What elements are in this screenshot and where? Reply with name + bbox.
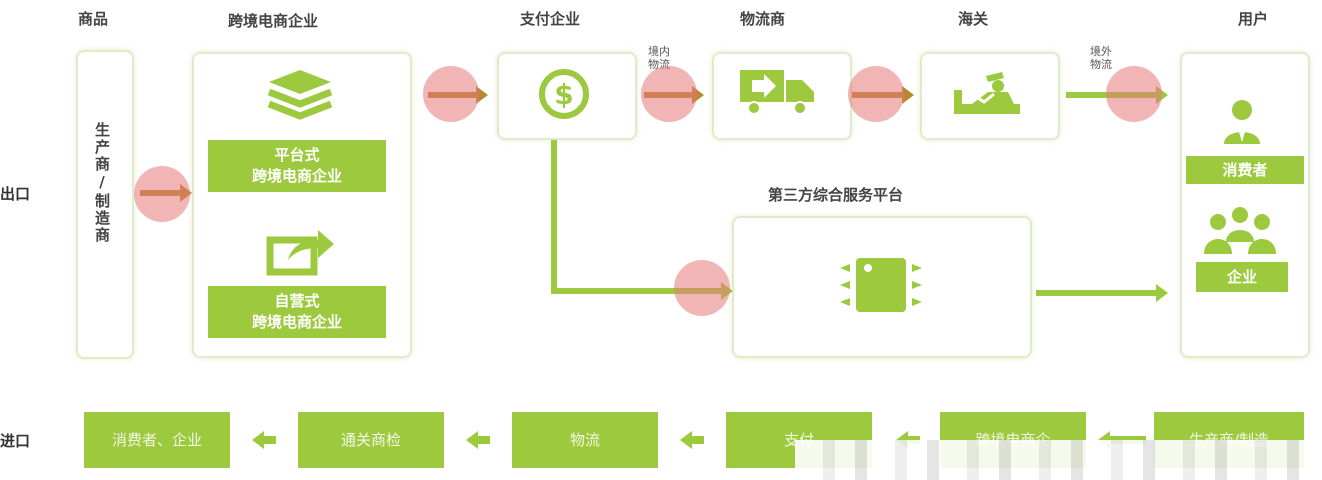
platform-line1: 平台式 [274,146,320,164]
header-goods: 商品 [78,10,109,28]
import-arrow-left-icon [680,431,704,449]
enterprise-label: 企业 [1196,262,1288,292]
consumer-label: 消费者 [1186,156,1304,184]
import-arrow-left-icon [466,431,490,449]
platform-line2: 跨境电商企业 [251,167,342,185]
highlight-circle [134,166,190,222]
enterprise-group-icon [1204,207,1276,254]
highlight-circle [848,66,904,122]
self-line2: 跨境电商企业 [251,313,342,331]
import-arrow-left-icon [252,431,276,449]
watermark-mosaic [795,440,1322,480]
truck-icon [740,70,814,115]
layers-icon [267,70,333,120]
customs-officer-icon [954,72,1020,114]
arrow-platform-to-user [1036,284,1168,302]
import-step-2: 通关商检 [298,412,444,468]
connector-payment-down [551,140,557,292]
self-enterprise: 自营式 跨境电商企业 [208,286,386,338]
consumer-icon [1224,100,1260,144]
goods-panel [76,50,134,359]
svg-text:$: $ [554,78,573,111]
header-logistics: 物流商 [740,10,786,28]
producer-label: 生产商/制造商 [93,122,111,244]
header-customs: 海关 [958,10,989,28]
dollar-icon: $ [539,69,589,119]
highlight-circle [674,260,730,316]
highlight-circle [423,66,479,122]
self-line1: 自营式 [274,292,320,310]
overseas-note-2: 物流 [1090,58,1112,71]
highlight-circle [1106,66,1162,122]
platform-enterprise: 平台式 跨境电商企业 [208,140,386,192]
chip-icon [840,258,922,312]
header-crossborder: 跨境电商企业 [228,12,319,30]
import-step-1: 消费者、企业 [84,412,230,468]
overseas-logistics-note: 境外 物流 [1090,45,1112,71]
export-label: 出口 [0,185,31,203]
header-payment: 支付企业 [520,10,581,28]
import-step-3: 物流 [512,412,658,468]
header-user: 用户 [1238,10,1269,28]
third-party-title: 第三方综合服务平台 [768,186,904,204]
import-label: 进口 [0,432,31,450]
payment-panel [497,52,637,140]
domestic-note-1: 境内 [648,45,670,58]
overseas-note-1: 境外 [1090,45,1112,58]
share-icon [266,230,334,276]
highlight-circle [641,66,697,122]
